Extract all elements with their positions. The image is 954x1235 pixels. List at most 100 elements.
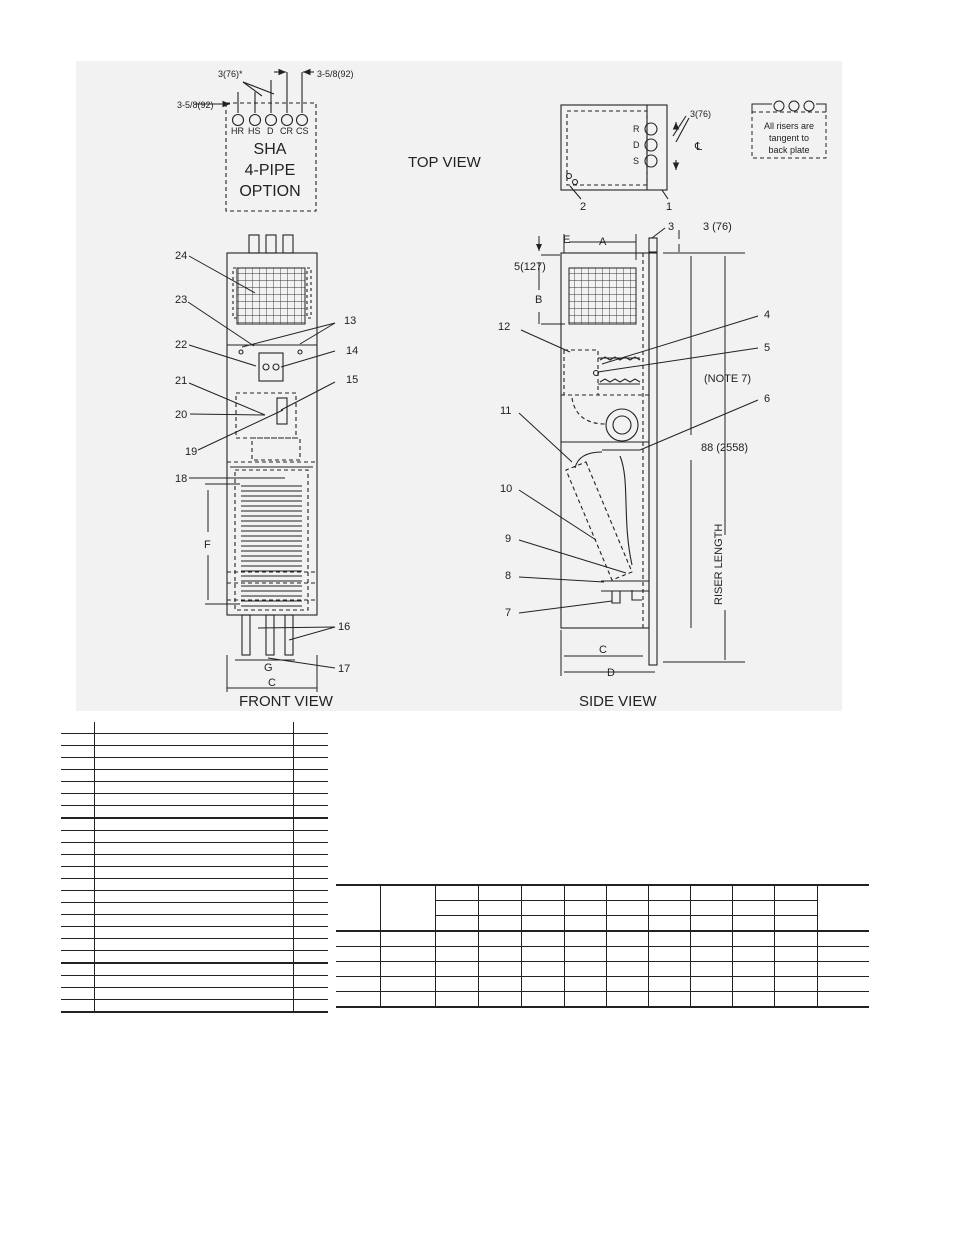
legend-cell xyxy=(94,999,294,1013)
dims-cell xyxy=(336,885,381,901)
legend-cell xyxy=(94,914,294,927)
dims-cell xyxy=(336,976,381,992)
legend-cell xyxy=(61,926,95,939)
legend-cell xyxy=(61,975,95,988)
dims-cell xyxy=(478,900,522,916)
legend-cell xyxy=(293,963,328,976)
callout-10: 10 xyxy=(500,483,512,495)
legend-cell xyxy=(61,878,95,891)
legend-row xyxy=(61,745,328,758)
callout-24: 24 xyxy=(175,250,187,262)
legend-row xyxy=(61,950,328,964)
top-view-unit xyxy=(560,104,690,200)
legend-cell xyxy=(293,745,328,758)
legend-cell xyxy=(61,902,95,915)
legend-cell xyxy=(61,830,95,843)
dim-c-front: C xyxy=(268,677,276,689)
legend-cell xyxy=(293,805,328,819)
dims-cell xyxy=(336,946,381,962)
legend-row xyxy=(61,842,328,855)
front-view-title: FRONT VIEW xyxy=(239,693,334,710)
legend-row xyxy=(61,818,328,831)
dims-cell xyxy=(774,931,818,947)
callout-17: 17 xyxy=(338,663,350,675)
dims-cell xyxy=(817,931,869,947)
dims-cell xyxy=(648,991,691,1008)
legend-cell xyxy=(61,757,95,770)
callout-21: 21 xyxy=(175,375,187,387)
dim-b: B xyxy=(535,294,542,306)
legend-cell xyxy=(61,733,95,746)
legend-row xyxy=(61,757,328,770)
dim-a: A xyxy=(599,236,607,248)
legend-cell xyxy=(293,914,328,927)
legend-cell xyxy=(94,866,294,879)
legend-cell xyxy=(293,818,328,831)
dims-cell xyxy=(774,915,818,932)
dims-cell xyxy=(648,961,691,977)
legend-cell xyxy=(94,757,294,770)
dims-cell xyxy=(521,900,565,916)
dim-top-left: 3(76)* xyxy=(218,69,243,79)
legend-cell xyxy=(293,769,328,782)
dims-cell xyxy=(732,885,775,901)
component-legend-table xyxy=(61,722,328,1013)
dims-row xyxy=(336,976,869,992)
dims-cell xyxy=(380,976,436,992)
option-label-line3: OPTION xyxy=(239,183,300,200)
dims-cell xyxy=(606,946,649,962)
legend-cell xyxy=(94,830,294,843)
callout-22: 22 xyxy=(175,339,187,351)
callout-11: 11 xyxy=(500,405,511,417)
dims-cell xyxy=(732,976,775,992)
legend-cell xyxy=(61,793,95,806)
top-view-title: TOP VIEW xyxy=(408,154,482,171)
dims-row xyxy=(336,915,869,932)
dims-cell xyxy=(478,946,522,962)
side-riser-label-r: R xyxy=(633,124,640,134)
legend-cell xyxy=(94,733,294,746)
dims-cell xyxy=(380,991,436,1008)
side-riser-label-s: S xyxy=(633,156,639,166)
dims-cell xyxy=(774,991,818,1008)
riser-label-cr: CR xyxy=(280,126,293,136)
legend-cell xyxy=(94,854,294,867)
legend-cell xyxy=(94,722,294,734)
legend-row xyxy=(61,914,328,927)
dims-cell xyxy=(435,915,479,932)
dims-cell xyxy=(817,961,869,977)
legend-cell xyxy=(61,890,95,903)
callout-12: 12 xyxy=(498,321,510,333)
dims-cell xyxy=(435,900,479,916)
dims-cell xyxy=(690,946,733,962)
dims-cell xyxy=(521,885,565,901)
dim-left: 3-5/8(92) xyxy=(177,100,214,110)
dim-f: F xyxy=(204,539,211,551)
riser-label-hr: HR xyxy=(231,126,244,136)
legend-cell xyxy=(94,793,294,806)
legend-cell xyxy=(94,769,294,782)
riser-length-label: RISER LENGTH xyxy=(713,524,725,605)
riser-label-cs: CS xyxy=(296,126,309,136)
dims-cell xyxy=(648,915,691,932)
dims-cell xyxy=(435,931,479,947)
dims-cell xyxy=(521,961,565,977)
dims-cell xyxy=(380,900,436,916)
riser-label-d: D xyxy=(267,126,274,136)
dims-cell xyxy=(606,915,649,932)
dim-e: E xyxy=(563,234,570,246)
dims-cell xyxy=(435,946,479,962)
callout-5: 5 xyxy=(764,342,770,354)
dims-cell xyxy=(690,900,733,916)
riser-label-hs: HS xyxy=(248,126,261,136)
legend-cell xyxy=(61,854,95,867)
legend-cell xyxy=(293,722,328,734)
dims-row xyxy=(336,946,869,962)
legend-cell xyxy=(94,987,294,1000)
legend-row xyxy=(61,793,328,806)
dims-cell xyxy=(690,961,733,977)
side-coil xyxy=(568,267,637,325)
dims-cell xyxy=(774,885,818,901)
callout-7: 7 xyxy=(505,607,511,619)
